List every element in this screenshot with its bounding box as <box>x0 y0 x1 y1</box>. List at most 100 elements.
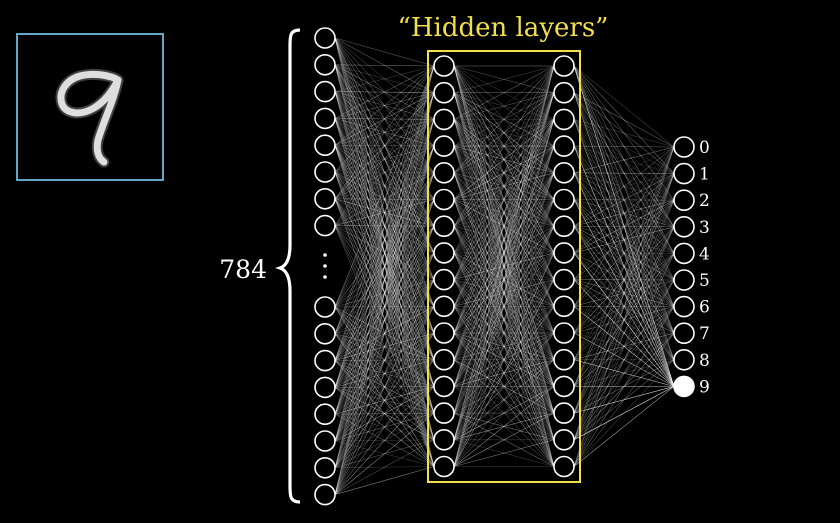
edge-input-hidden1 <box>334 64 435 93</box>
edge-hidden2-output <box>573 145 675 387</box>
edge-hidden2-output <box>573 146 675 387</box>
edge-hidden2-output <box>573 359 675 467</box>
edge-hidden2-output <box>573 226 675 360</box>
edge-hidden2-output <box>573 332 675 361</box>
edge-hidden1-hidden2 <box>453 119 555 307</box>
hidden1-neuron <box>433 295 455 318</box>
edge-input-hidden1 <box>334 333 435 387</box>
edge-input-hidden1 <box>334 92 435 146</box>
edge-input-hidden1 <box>334 466 435 469</box>
input-neuron <box>314 80 336 103</box>
edge-hidden2-output <box>573 172 675 281</box>
edge-input-hidden1 <box>334 37 435 120</box>
edge-input-hidden1 <box>334 64 435 360</box>
edge-hidden2-output <box>573 359 675 441</box>
edge-hidden2-output <box>573 225 675 228</box>
edge-input-hidden1 <box>334 198 435 467</box>
edge-hidden2-output <box>573 145 675 228</box>
edge-input-hidden1 <box>334 225 435 387</box>
edge-hidden1-hidden2 <box>453 146 555 440</box>
hidden2-neuron <box>553 322 575 344</box>
edge-hidden1-hidden2 <box>453 145 555 227</box>
edge-input-hidden1 <box>334 145 435 415</box>
edge-hidden2-output <box>573 226 675 440</box>
edge-hidden2-output <box>573 119 675 174</box>
edge-hidden1-hidden2 <box>453 92 555 334</box>
edge-input-hidden1 <box>334 64 435 280</box>
edge-input-hidden1 <box>334 92 435 415</box>
edge-hidden1-hidden2 <box>453 65 555 147</box>
edge-input-hidden1 <box>334 387 435 467</box>
edge-input-hidden1 <box>334 65 435 334</box>
digit-nine-icon <box>55 68 124 168</box>
edge-hidden1-hidden2 <box>453 226 555 414</box>
edge-input-hidden1 <box>334 171 435 414</box>
edge-hidden2-output <box>573 226 675 387</box>
output-label-3: 3 <box>699 218 710 238</box>
output-neuron <box>673 269 695 291</box>
hidden1-neuron <box>433 135 455 157</box>
edge-input-hidden1 <box>334 412 435 495</box>
edge-input-hidden1 <box>334 172 435 468</box>
edge-hidden1-hidden2 <box>453 65 555 200</box>
edge-input-hidden1 <box>334 359 435 415</box>
edge-hidden2-output <box>573 253 675 360</box>
hidden1-neuron <box>433 268 455 291</box>
edge-input-hidden1 <box>334 65 435 173</box>
edge-input-hidden1 <box>334 171 435 227</box>
edge-hidden2-output <box>573 119 675 228</box>
edge-hidden2-output <box>573 359 675 387</box>
edge-hidden2-output <box>573 65 675 281</box>
input-neuron <box>314 430 336 452</box>
edge-input-hidden1 <box>334 439 435 495</box>
edge-hidden2-output <box>573 92 675 387</box>
output-neuron <box>673 162 695 185</box>
hidden1-neuron <box>433 402 455 424</box>
hidden1-neuron <box>433 348 455 371</box>
edge-hidden2-output <box>573 225 675 307</box>
edge-input-hidden1 <box>334 412 435 442</box>
edge-input-hidden1 <box>334 65 435 388</box>
edge-hidden1-hidden2 <box>453 359 555 414</box>
edge-input-hidden1 <box>334 65 435 415</box>
edge-hidden2-output <box>573 279 675 334</box>
edge-hidden1-hidden2 <box>453 172 555 414</box>
edge-input-hidden1 <box>334 172 435 495</box>
edge-input-hidden1 <box>334 118 435 307</box>
edge-input-hidden1 <box>334 145 435 226</box>
edge-hidden2-output <box>573 200 675 440</box>
edge-input-hidden1 <box>334 306 435 495</box>
edge-hidden1-hidden2 <box>453 439 555 467</box>
edge-input-hidden1 <box>334 92 435 200</box>
output-neuron <box>673 216 695 238</box>
edge-hidden2-output <box>573 306 675 414</box>
input-brace <box>274 28 301 504</box>
edge-hidden2-output <box>573 119 675 201</box>
edge-input-hidden1 <box>334 65 435 442</box>
edge-input-hidden1 <box>334 118 435 227</box>
edge-hidden1-hidden2 <box>453 279 555 387</box>
edge-input-hidden1 <box>334 145 435 414</box>
edge-input-hidden1 <box>334 225 435 227</box>
edge-hidden2-output <box>573 173 675 467</box>
edge-hidden2-output <box>573 92 675 334</box>
edge-input-hidden1 <box>334 226 435 442</box>
edge-input-hidden1 <box>334 386 435 388</box>
edge-hidden2-output <box>573 172 675 387</box>
edge-hidden1-hidden2 <box>453 65 555 254</box>
edge-hidden1-hidden2 <box>453 65 555 334</box>
edge-hidden1-hidden2 <box>453 145 555 387</box>
edge-hidden1-hidden2 <box>453 119 555 334</box>
edge-hidden2-output <box>573 119 675 281</box>
edge-input-hidden1 <box>334 146 435 442</box>
edge-input-hidden1 <box>334 252 435 335</box>
hidden2-neuron <box>553 162 575 184</box>
edge-hidden1-hidden2 <box>453 386 555 414</box>
output-label-9: 9 <box>699 377 710 397</box>
edge-input-hidden1 <box>334 332 435 468</box>
edge-input-hidden1 <box>334 65 435 146</box>
edge-hidden2-output <box>573 226 675 254</box>
edge-input-hidden1 <box>334 91 435 120</box>
edge-hidden2-output <box>573 386 675 467</box>
edge-hidden2-output <box>573 306 675 467</box>
